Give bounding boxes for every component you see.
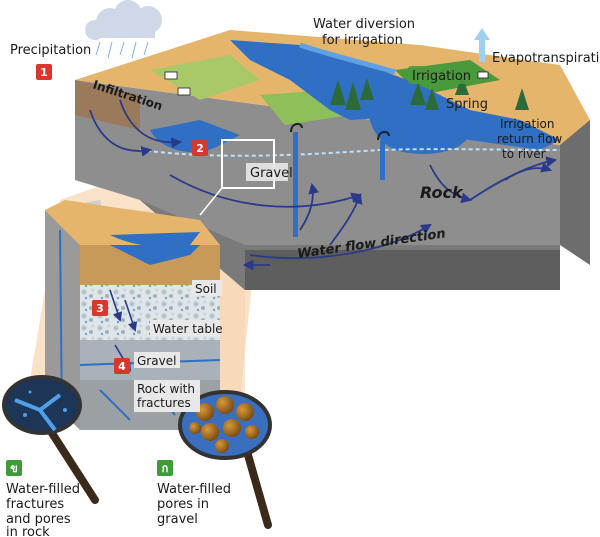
label-lens-rock-1: Water-filled	[6, 482, 80, 497]
label-return-flow-3: to river	[502, 147, 546, 161]
well-right	[377, 130, 390, 180]
cloud	[85, 0, 162, 40]
badge-lens-rock: ข	[6, 460, 22, 476]
badge-4: 4	[114, 358, 130, 374]
label-water-diversion: Water diversion	[313, 17, 415, 32]
river	[230, 40, 560, 150]
label-rock-fractures-1: Rock with	[137, 382, 195, 396]
badge-3: 3	[92, 300, 108, 316]
label-lens-gravel-1: Water-filled	[157, 482, 231, 497]
label-lens-gravel-2: pores in	[157, 497, 209, 512]
label-evapotranspiration: Evapotranspiration	[492, 51, 600, 66]
label-soil: Soil	[195, 282, 217, 296]
svg-text:3: 3	[96, 302, 104, 315]
lens-rock	[2, 375, 99, 504]
label-lens-rock-4: in rock	[6, 525, 50, 537]
lens-gravel	[178, 390, 272, 529]
badge-1: 1	[36, 64, 52, 80]
label-precipitation: Precipitation	[10, 43, 91, 58]
label-return-flow-2: return flow	[497, 132, 562, 146]
svg-text:ข: ข	[10, 462, 18, 475]
diversion-canal	[299, 42, 396, 75]
label-gravel-top: Gravel	[250, 166, 293, 181]
cows	[164, 71, 489, 96]
svg-text:ก: ก	[162, 462, 169, 475]
lake	[368, 98, 470, 154]
svg-text:1: 1	[40, 66, 48, 79]
label-rock-fractures-2: fractures	[137, 396, 191, 410]
flow-arrows	[89, 99, 558, 271]
water-table-line	[139, 148, 561, 157]
label-water-diversion-2: for irrigation	[322, 33, 403, 48]
label-return-flow-1: Irrigation	[500, 117, 555, 131]
label-lens-rock-2: fractures	[6, 497, 64, 512]
badge-lens-gravel: ก	[157, 460, 173, 476]
label-irrigation: Irrigation	[412, 69, 471, 84]
evapotranspiration-arrow	[474, 28, 490, 62]
label-lens-gravel-3: gravel	[157, 512, 198, 527]
label-rock: Rock	[420, 183, 464, 202]
svg-text:4: 4	[118, 360, 126, 373]
rain	[95, 41, 149, 59]
label-water-table: Water table	[153, 322, 223, 336]
label-lens-rock-3: and pores	[6, 512, 71, 527]
well-left	[290, 122, 303, 237]
svg-text:2: 2	[196, 142, 204, 155]
label-spring: Spring	[446, 97, 488, 112]
trees	[330, 75, 529, 110]
label-gravel: Gravel	[137, 354, 176, 368]
badge-2: 2	[192, 140, 208, 156]
grass-field-left	[150, 55, 260, 100]
cutaway-left-face	[45, 210, 80, 430]
block-side-right	[560, 105, 590, 265]
